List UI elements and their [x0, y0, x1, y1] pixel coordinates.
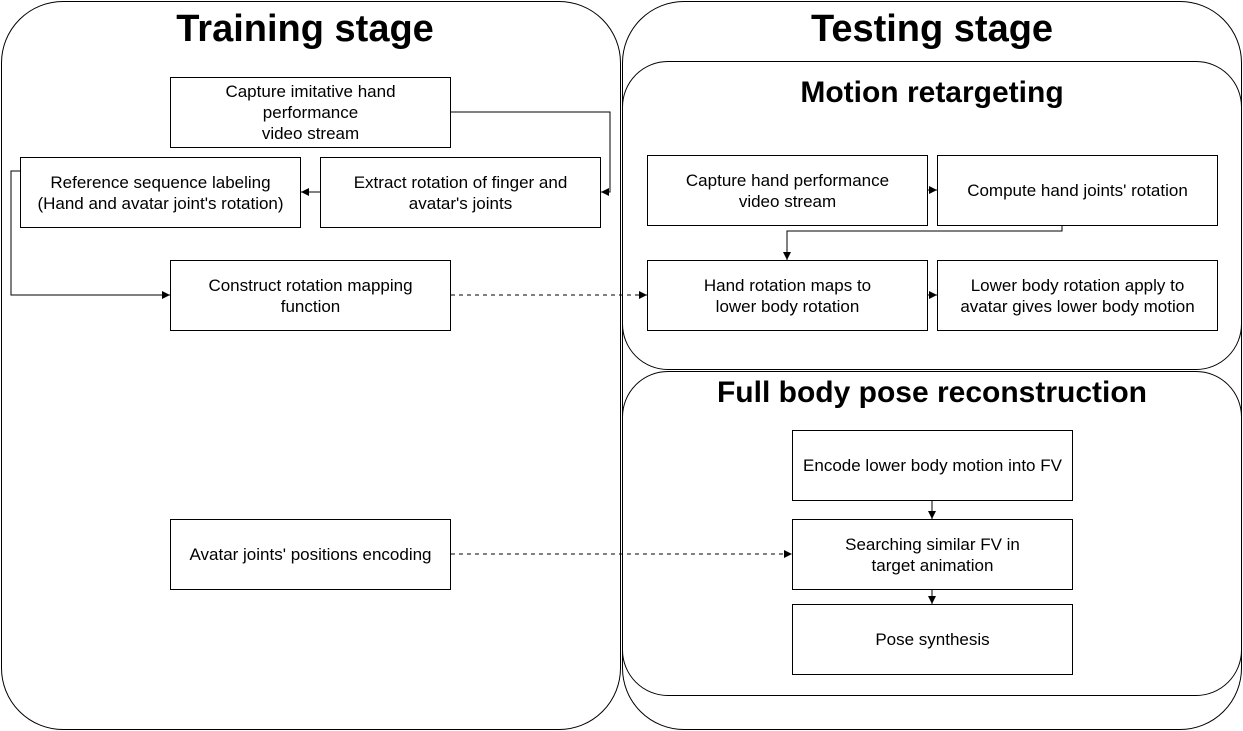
reconstruction-title: Full body pose reconstruction — [716, 376, 1148, 409]
lower-body-apply-box: Lower body rotation apply to avatar give… — [937, 260, 1218, 331]
pose-synthesis-box: Pose synthesis — [792, 604, 1073, 675]
motion-retargeting-title: Motion retargeting — [800, 76, 1064, 109]
compute-rotation-box: Compute hand joints' rotation — [937, 155, 1218, 226]
extract-rotation-box: Extract rotation of finger and avatar's … — [320, 157, 601, 228]
training-stage-title: Training stage — [176, 8, 434, 50]
testing-stage-title: Testing stage — [810, 8, 1054, 50]
reference-labeling-box: Reference sequence labeling (Hand and av… — [20, 157, 301, 228]
capture-imitative-box: Capture imitative hand performance video… — [170, 77, 451, 148]
avatar-encoding-box: Avatar joints' positions encoding — [170, 519, 451, 590]
construct-mapping-box: Construct rotation mapping function — [170, 260, 451, 331]
capture-hand-box: Capture hand performance video stream — [647, 155, 928, 226]
search-fv-box: Searching similar FV in target animation — [792, 519, 1073, 590]
encode-fv-box: Encode lower body motion into FV — [792, 430, 1073, 501]
rotation-maps-box: Hand rotation maps to lower body rotatio… — [647, 260, 928, 331]
